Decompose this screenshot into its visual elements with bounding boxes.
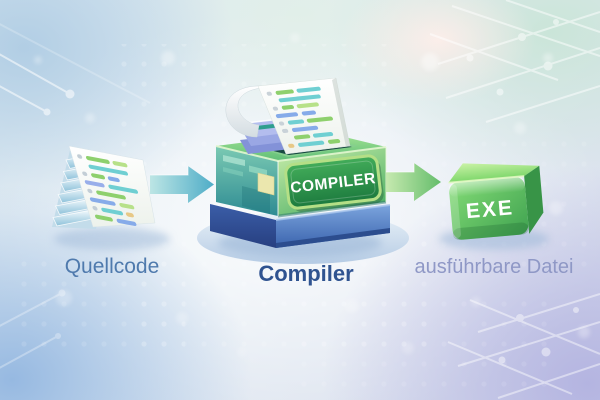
- stack-shadow: [54, 228, 170, 250]
- feed-sheet-edge: [332, 78, 350, 147]
- machine-vents: [223, 155, 270, 214]
- feed-code-lines: [266, 86, 341, 148]
- paper-curl: [225, 85, 264, 138]
- stage-label-compiler: Compiler: [258, 261, 354, 286]
- bg-circuit-top-right-icon: [429, 0, 600, 123]
- bg-circuit-bottom-right-icon: [447, 293, 600, 399]
- cube-top-face: [448, 163, 540, 183]
- arrow-source-to-compiler-icon: [150, 166, 214, 203]
- machine-sticker: [257, 172, 275, 196]
- machine-base-front: [276, 205, 390, 248]
- compiler-machine-icon: ​ COMPILER: [210, 77, 391, 248]
- exe-cube-label: EXE: [465, 196, 515, 223]
- stage-label-executable: ausführbare Datei: [415, 256, 574, 278]
- machine-base-left: [210, 204, 276, 248]
- source-code-stack-icon: [52, 145, 156, 229]
- arrow-compiler-to-exe-icon: [386, 163, 441, 201]
- stack-code-lines: [77, 154, 139, 227]
- stage-label-quellcode: Quellcode: [65, 255, 160, 278]
- machine-left-face: [216, 146, 278, 216]
- machine-base-rim: [276, 228, 390, 248]
- cube-right-face: [524, 165, 544, 234]
- bg-circuit-top-left-icon: [0, 23, 151, 116]
- compiler-plate: ​ COMPILER: [284, 154, 384, 212]
- exe-cube-icon: ​ EXE: [448, 163, 544, 240]
- bg-dot-grid: [15, 44, 600, 390]
